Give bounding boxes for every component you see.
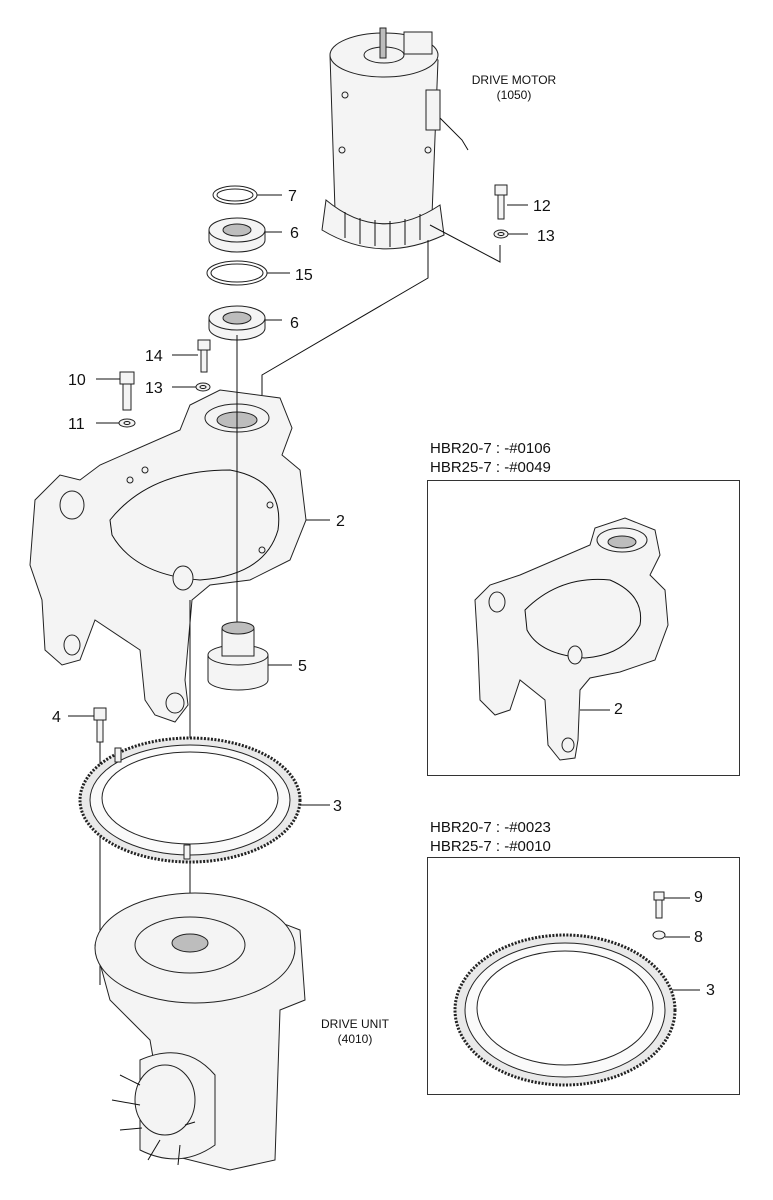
inset-upper-line1: HBR20-7 : -#0106 (430, 440, 551, 457)
inset-upper-title: HBR20-7 : -#0106 HBR25-7 : -#0049 (430, 439, 551, 477)
inset-lower-title: HBR20-7 : -#0023 HBR25-7 : -#0010 (430, 818, 551, 856)
part-3-ring-gear (78, 736, 330, 864)
callout-14: 14 (145, 348, 163, 365)
inset-upper-frame (427, 480, 740, 776)
drive-unit-code: (4010) (337, 1032, 373, 1046)
drive-motor-code: (1050) (496, 88, 532, 102)
callout-12: 12 (533, 198, 551, 215)
part-12-bolt (494, 184, 528, 220)
callout-13-lower: 13 (145, 380, 163, 397)
inset-upper-callout-2: 2 (614, 701, 623, 718)
drive-motor-name: DRIVE MOTOR (471, 73, 557, 87)
callout-6-lower: 6 (290, 315, 299, 332)
inset-lower-callout-3: 3 (706, 982, 715, 999)
inset-lower-frame (427, 857, 740, 1095)
callout-6-upper: 6 (290, 225, 299, 242)
callout-13-upper: 13 (537, 228, 555, 245)
callout-2: 2 (336, 513, 345, 530)
inset-lower-line2: HBR25-7 : -#0010 (430, 838, 551, 855)
inset-lower-ring-gear-drawing (453, 891, 700, 1087)
callout-5: 5 (298, 658, 307, 675)
part-13-washer-upper (493, 229, 528, 239)
inset-lower-callout-9: 9 (694, 889, 703, 906)
part-6-bearing-lower (208, 305, 282, 341)
callout-11: 11 (68, 416, 85, 433)
callout-15: 15 (295, 267, 313, 284)
part-15-retaining-ring (206, 260, 290, 286)
drive-motor (321, 27, 469, 250)
callout-10: 10 (68, 372, 86, 389)
inset-upper-bracket-drawing (474, 517, 669, 761)
part-11-washer (96, 418, 136, 428)
part-2-bracket (29, 389, 330, 723)
part-6-bearing-upper (208, 217, 282, 253)
drive-unit (94, 892, 306, 1171)
drive-unit-label: DRIVE UNIT (4010) (308, 1017, 402, 1047)
callout-4: 4 (52, 709, 61, 726)
inset-upper-line2: HBR25-7 : -#0049 (430, 459, 551, 476)
part-4-bolt (68, 707, 107, 743)
drive-unit-name: DRIVE UNIT (320, 1017, 389, 1031)
part-13-washer-lower (172, 382, 211, 392)
inset-lower-line1: HBR20-7 : -#0023 (430, 819, 551, 836)
callout-7: 7 (288, 188, 297, 205)
drive-motor-label: DRIVE MOTOR (1050) (458, 73, 570, 103)
part-5-pinion-gear (207, 621, 292, 691)
part-7-snap-ring (212, 185, 282, 205)
part-10-bolt (96, 371, 135, 411)
inset-lower-callout-8: 8 (694, 929, 703, 946)
callout-3: 3 (333, 798, 342, 815)
part-14-bolt (172, 339, 211, 373)
